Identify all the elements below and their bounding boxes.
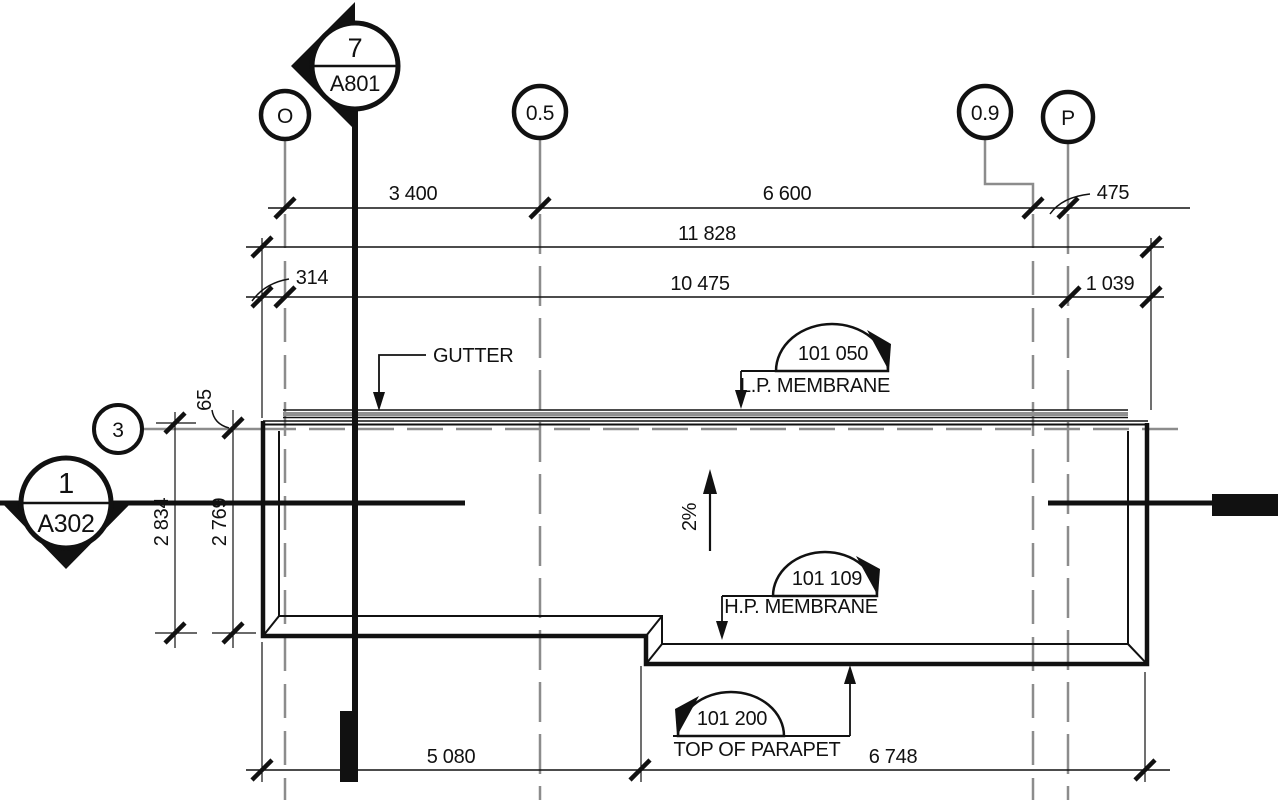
tick — [250, 758, 274, 782]
corner-mitre — [645, 615, 663, 637]
slope-label: 2% — [679, 502, 701, 531]
elevation-marker-top-of-parapet: 101 200 TOP OF PARAPET — [673, 665, 856, 761]
slope-arrow: 2% — [679, 469, 717, 551]
tick — [528, 196, 552, 220]
corner-mitre — [645, 643, 663, 665]
grid-bubble-3 — [92, 403, 144, 455]
dimension-lines — [246, 207, 1190, 771]
grid-bubble-o5-label: 0.5 — [526, 102, 554, 125]
grid-bubbles: O 0.5 0.9 P 3 — [92, 83, 1096, 455]
dim-6748: 6 748 — [869, 746, 918, 768]
grid-bubble-3-label: 3 — [112, 419, 123, 442]
section-line-end-bar — [340, 711, 358, 782]
elevation-label: H.P. MEMBRANE — [724, 596, 878, 618]
section-line-end-bar — [1212, 494, 1278, 516]
parapet-outline — [260, 420, 1150, 667]
dim-6600: 6 600 — [763, 183, 812, 205]
dim-2834: 2 834 — [151, 498, 173, 547]
tick — [1139, 235, 1163, 259]
elevation-value: 101 109 — [792, 568, 862, 590]
tick — [1021, 196, 1045, 220]
section-cut-lines — [0, 104, 1278, 782]
gutter-label: GUTTER — [433, 345, 513, 367]
grid-bubble-o-label: O — [277, 105, 293, 128]
tick — [221, 416, 245, 440]
tick — [1058, 285, 1082, 309]
grid-bubble-p-label: P — [1061, 107, 1075, 130]
grid-bubble-o — [258, 88, 312, 142]
section-marker-7-a801: 7 A801 — [291, 2, 401, 130]
section-sheet-number: A302 — [37, 510, 94, 538]
gutter-leader-arrowhead — [373, 392, 385, 411]
elevation-value: 101 200 — [697, 708, 767, 730]
gutter-callout: GUTTER — [373, 345, 514, 411]
elevation-label: TOP OF PARAPET — [674, 739, 841, 761]
tick — [163, 621, 187, 645]
section-detail-number: 1 — [58, 468, 74, 500]
dim-314: 314 — [296, 267, 329, 289]
corner-mitre — [1127, 643, 1148, 665]
dim-1039: 1 039 — [1086, 273, 1135, 295]
leader-65 — [211, 409, 230, 429]
section-sheet-number: A801 — [330, 71, 380, 96]
dim-10475: 10 475 — [670, 273, 730, 295]
gutter-leader — [378, 354, 426, 396]
tick — [273, 285, 297, 309]
elevation-value: 101 050 — [798, 343, 868, 365]
section-detail-number: 7 — [348, 33, 363, 63]
elevation-leader-arrowhead — [844, 665, 856, 684]
dim-3400: 3 400 — [389, 183, 438, 205]
grid-bubble-o9-label: 0.9 — [971, 102, 999, 125]
extension-lines — [155, 238, 1152, 782]
tick — [250, 285, 274, 309]
elevation-flag — [856, 556, 880, 596]
dim-2769: 2 769 — [209, 498, 231, 547]
elevation-marker-hp-membrane: 101 109 H.P. MEMBRANE — [716, 550, 880, 640]
dimension-ticks — [163, 196, 1163, 782]
elevation-leader-arrowhead — [735, 390, 747, 409]
grid-lines — [142, 139, 1180, 800]
tick — [628, 758, 652, 782]
grid-bubble-p — [1040, 89, 1096, 145]
elevation-flag — [675, 696, 699, 736]
dim-5080: 5 080 — [427, 746, 476, 768]
tick — [1139, 285, 1163, 309]
elevation-marker-lp-membrane: 101 050 L.P. MEMBRANE — [735, 322, 891, 409]
dim-475: 475 — [1097, 182, 1130, 204]
tick — [163, 411, 187, 435]
dimension-texts: 3 400 6 600 475 11 828 314 10 475 1 039 … — [151, 182, 1135, 768]
leader-314 — [251, 278, 290, 302]
tick — [250, 235, 274, 259]
leader-475 — [1049, 193, 1091, 215]
dim-65: 65 — [194, 389, 216, 411]
section-marker-1-a302: 1 A302 — [0, 455, 133, 569]
tick — [273, 196, 297, 220]
tick — [1056, 196, 1080, 220]
elevation-label: L.P. MEMBRANE — [740, 375, 890, 397]
tick — [1133, 758, 1157, 782]
slope-arrowhead — [703, 469, 717, 494]
elevation-flag — [867, 330, 891, 371]
elevation-leader-arrowhead — [716, 621, 728, 640]
corner-mitre — [262, 615, 280, 637]
grid-line-o9-jog — [983, 139, 1035, 208]
parapet-outer-face — [260, 421, 1150, 667]
gutter-edge — [283, 409, 1128, 419]
dim-11828: 11 828 — [678, 223, 736, 245]
tick — [221, 621, 245, 645]
parapet-inner-face — [278, 431, 1129, 645]
grid-bubble-o5 — [511, 83, 569, 141]
grid-bubble-o9 — [956, 83, 1014, 141]
